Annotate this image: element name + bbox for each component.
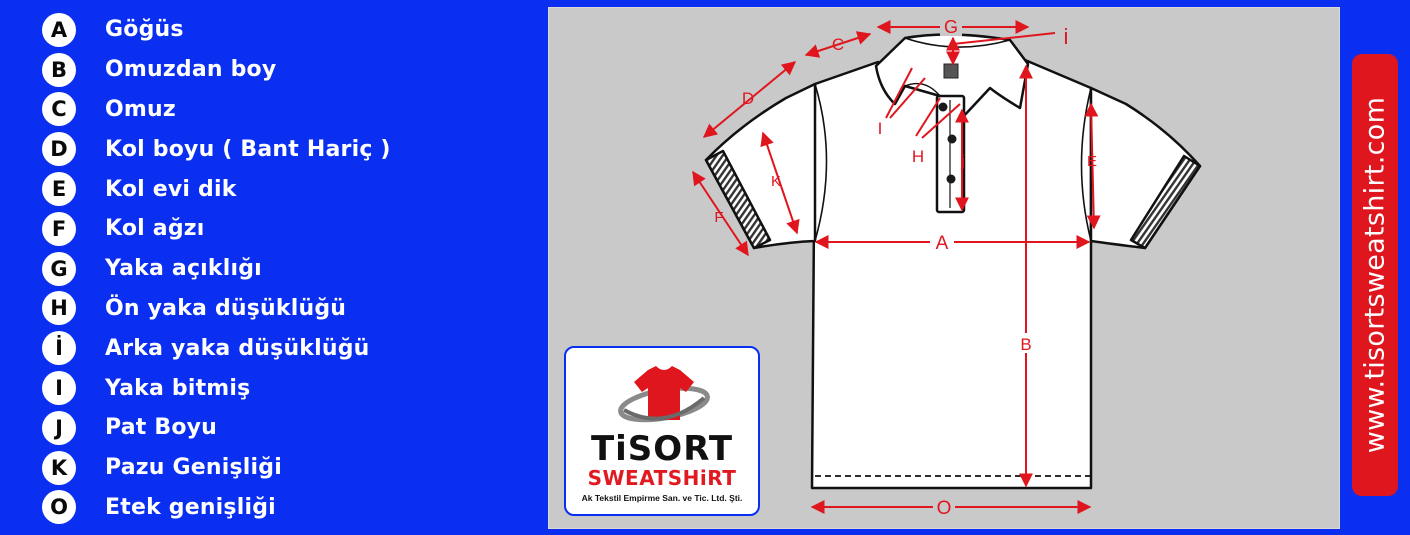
right-cuff [1129, 154, 1202, 250]
legend-badge: A [42, 12, 76, 47]
legend-item: C Omuz [42, 90, 522, 130]
label-e: E [1087, 153, 1097, 170]
legend-label: Pazu Genişliği [105, 455, 282, 481]
legend-badge: E [42, 172, 76, 207]
label-i-dot: i [1064, 24, 1069, 49]
legend-item: D Kol boyu ( Bant Hariç ) [42, 129, 522, 169]
legend-badge: J [42, 410, 76, 445]
legend-badge: B [42, 52, 76, 87]
measure-h [915, 97, 941, 137]
measure-i [885, 67, 913, 119]
legend-badge: D [42, 132, 76, 167]
legend-badge: H [42, 291, 76, 326]
measure-k [760, 131, 800, 235]
legend-label: Yaka açıklığı [105, 256, 262, 282]
label-f: F [714, 209, 723, 226]
brand-name-sub: SWEATSHiRT [587, 466, 737, 490]
legend-badge: F [42, 211, 76, 246]
legend-badge: C [42, 92, 76, 127]
label-d: D [742, 89, 754, 108]
company-name: Ak Tekstil Empirme San. ve Tic. Ltd. Şti… [581, 493, 743, 503]
legend-label: Kol ağzı [105, 216, 205, 242]
legend-badge: K [42, 450, 76, 485]
legend-label: Omuzdan boy [105, 57, 277, 83]
measure-d [702, 61, 797, 138]
label-j: j [960, 153, 965, 170]
legend-label: Kol evi dik [105, 176, 237, 202]
website-banner: www.tisortsweatshirt.com [1352, 54, 1398, 496]
legend-label: Pat Boyu [105, 415, 218, 441]
legend-item: J Pat Boyu [42, 408, 522, 448]
legend-item: G Yaka açıklığı [42, 249, 522, 289]
legend-label: Etek genişliği [105, 494, 276, 520]
legend-label: Kol boyu ( Bant Hariç ) [105, 136, 391, 162]
placket-buttons [938, 102, 957, 184]
brand-name-main: TiSORT [590, 429, 734, 469]
legend-item: O Etek genişliği [42, 488, 522, 528]
label-c: C [832, 35, 844, 54]
label-i: I [878, 119, 883, 138]
legend-item: E Kol evi dik [42, 169, 522, 209]
label-g: G [944, 17, 958, 37]
legend-label: Ön yaka düşüklüğü [105, 295, 347, 321]
label-a: A [936, 233, 949, 254]
measure-c [804, 31, 872, 58]
label-b: B [1020, 335, 1031, 354]
legend-item: A Göğüs [42, 10, 522, 50]
legend-badge: İ [42, 331, 76, 366]
legend-item: I Yaka bitmiş [42, 368, 522, 408]
label-o: O [937, 498, 952, 519]
legend-badge: O [42, 490, 76, 525]
label-k: K [771, 173, 781, 190]
legend-item: H Ön yaka düşüklüğü [42, 289, 522, 329]
measure-e [1084, 102, 1101, 230]
measure-f [692, 170, 749, 257]
brand-logo-card: TiSORT SWEATSHiRT Ak Tekstil Empirme San… [564, 346, 760, 516]
legend-label: Omuz [105, 96, 176, 122]
legend-label: Göğüs [105, 17, 184, 43]
legend-item: B Omuzdan boy [42, 50, 522, 90]
legend-item: İ Arka yaka düşüklüğü [42, 328, 522, 368]
shirt-outline [704, 33, 1202, 490]
legend-item: K Pazu Genişliği [42, 448, 522, 488]
neck-label [943, 63, 959, 79]
legend-badge: I [42, 371, 76, 406]
legend-item: F Kol ağzı [42, 209, 522, 249]
label-h: H [912, 147, 924, 166]
tshirt-logo-icon [618, 366, 710, 423]
legend-label: Arka yaka düşüklüğü [105, 335, 370, 361]
legend-badge: G [42, 251, 76, 286]
legend-label: Yaka bitmiş [105, 375, 251, 401]
website-url: www.tisortsweatshirt.com [1359, 96, 1391, 454]
